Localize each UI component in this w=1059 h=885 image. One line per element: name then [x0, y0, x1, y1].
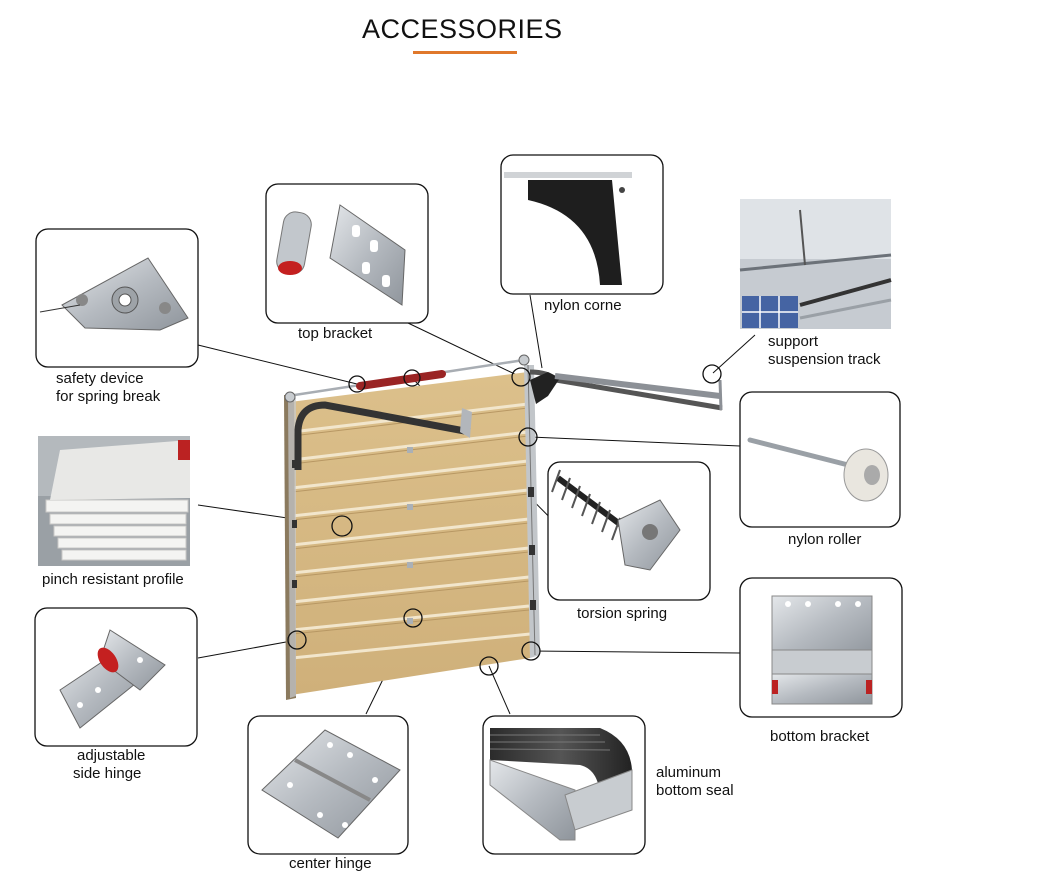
label-support-track-line2: suspension track	[768, 351, 881, 368]
left-curved-track	[294, 401, 471, 470]
box-center-hinge	[247, 715, 409, 855]
label-nylon-roller: nylon roller	[788, 531, 862, 548]
label-safety-device-line1: safety device	[56, 370, 144, 387]
corner-bracket	[530, 372, 560, 404]
box-pinch-profile	[38, 436, 190, 566]
title-underline	[413, 51, 517, 54]
box-nylon-corne	[500, 154, 664, 295]
label-bottom-seal: aluminum bottom seal	[656, 764, 734, 800]
label-bottom-bracket: bottom bracket	[770, 728, 870, 745]
box-bottom-seal	[482, 715, 646, 855]
box-top-bracket	[265, 183, 429, 324]
center-hinge-dots	[407, 447, 413, 624]
box-nylon-roller	[739, 391, 901, 528]
box-adjustable-hinge	[34, 607, 198, 747]
label-nylon-corne: nylon corne	[544, 297, 622, 314]
right-clips	[528, 487, 536, 610]
nylon-corne-part	[528, 180, 622, 285]
label-bottom-seal-line2: bottom seal	[656, 782, 734, 799]
label-top-bracket: top bracket	[298, 325, 373, 342]
box-bottom-bracket	[739, 577, 903, 718]
label-torsion-spring: torsion spring	[577, 605, 668, 622]
label-safety-device-line2: for spring break	[56, 388, 161, 405]
callout-circles	[287, 364, 722, 676]
box-support-track	[739, 199, 892, 329]
box-torsion-spring	[547, 461, 711, 601]
label-adjustable-hinge-line1: adjustable	[77, 747, 146, 764]
label-center-hinge: center hinge	[289, 855, 372, 872]
label-bottom-seal-line1: aluminum	[656, 764, 722, 781]
box-safety-device	[35, 228, 199, 368]
label-adjustable-hinge-line2: side hinge	[73, 765, 142, 782]
label-pinch-profile: pinch resistant profile	[42, 571, 184, 588]
page-title: ACCESSORIES	[362, 14, 563, 44]
garage-door	[284, 354, 723, 700]
label-adjustable-hinge: adjustable side hinge	[73, 747, 146, 783]
horizontal-track	[554, 373, 721, 399]
red-spring	[356, 370, 446, 390]
label-support-track-line1: support	[768, 333, 819, 350]
door-handle	[460, 408, 472, 438]
label-safety-device: safety device for spring break	[56, 370, 160, 406]
label-support-track: support suspension track	[768, 333, 881, 369]
